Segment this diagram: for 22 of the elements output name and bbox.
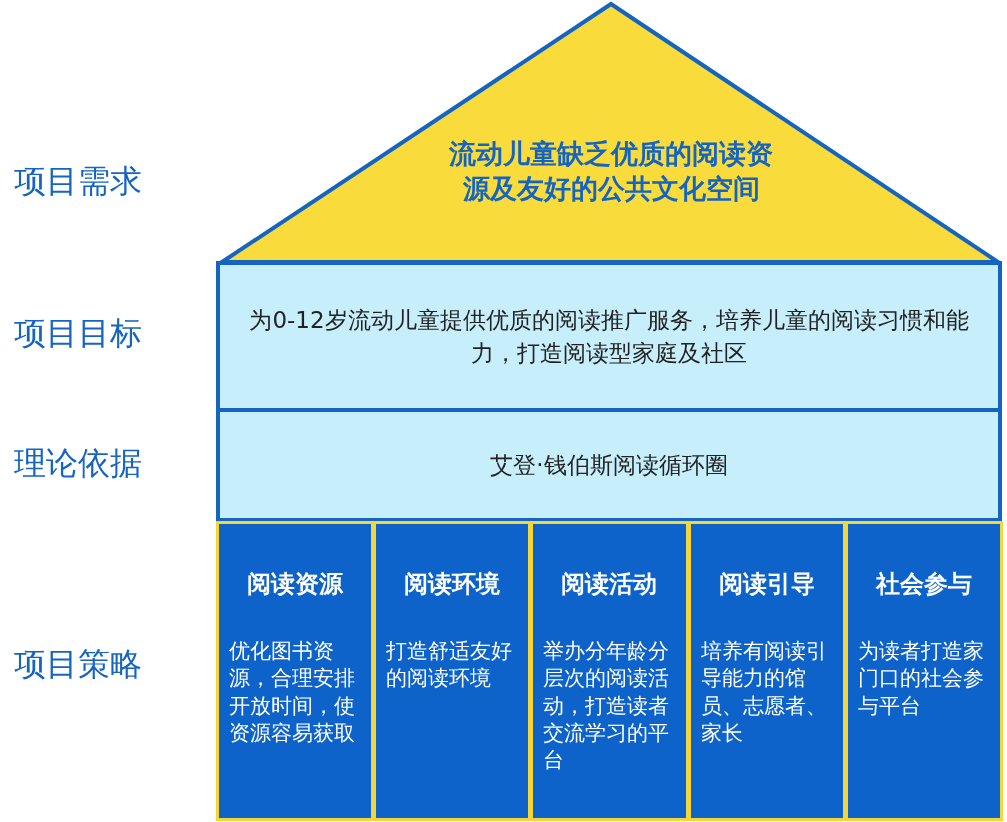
goal-text: 为0-12岁流动儿童提供优质的阅读推广服务，培养儿童的阅读习惯和能力，打造阅读型家庭及社区 [248, 306, 970, 368]
column-heading: 阅读引导 [717, 569, 816, 600]
column-text: 培养有阅读引导能力的馆员、志愿者、家长 [700, 638, 828, 747]
column-heading: 阅读资源 [246, 569, 345, 600]
row-label: 项目需求 [14, 161, 142, 202]
strategy-column [844, 521, 1003, 821]
column-text: 优化图书资源，合理安排开放时间，使资源容易获取 [229, 638, 356, 747]
strategy-column [216, 521, 375, 821]
roof-text: 流动儿童缺乏优质的阅读资源及友好的公共文化空间 [448, 137, 774, 207]
row-label: 项目策略 [14, 644, 142, 685]
column-text: 为读者打造家门口的社会参与平台 [857, 638, 985, 720]
row-label: 理论依据 [14, 443, 142, 484]
row-label: 项目目标 [14, 313, 142, 354]
column-text: 打造舒适友好的阅读环境 [386, 638, 514, 693]
column-heading: 社会参与 [874, 569, 973, 600]
column-text: 举办分年龄分层次的阅读活动，打造读者交流学习的平台 [543, 638, 671, 775]
strategy-column [687, 521, 846, 821]
column-heading: 阅读活动 [560, 569, 659, 600]
strategy-column [530, 521, 689, 821]
theory-text: 艾登·钱伯斯阅读循环圈 [490, 450, 728, 480]
column-heading: 阅读环境 [403, 569, 502, 600]
strategy-column [373, 521, 532, 821]
